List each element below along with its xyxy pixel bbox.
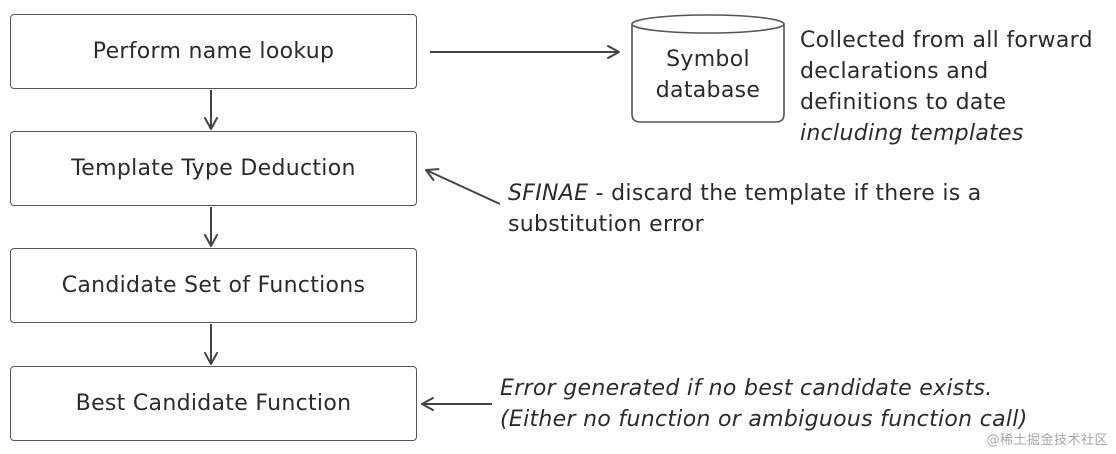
step-label: Candidate Set of Functions [61, 273, 366, 298]
database-label: Symbol database [636, 44, 780, 106]
database-label-line2: database [655, 78, 761, 103]
step-label: Best Candidate Function [75, 391, 352, 416]
step-label: Perform name lookup [92, 39, 335, 64]
database-label-line1: Symbol [666, 47, 750, 72]
sfinae-annotation-arrow [425, 168, 501, 205]
step-candidate-set: Candidate Set of Functions [10, 248, 417, 323]
error-note-line1: Error generated if no best candidate exi… [500, 376, 993, 401]
database-note-line4: including templates [800, 121, 1024, 146]
sfinae-description: - discard the template if there is a [588, 181, 982, 206]
step-best-candidate: Best Candidate Function [10, 366, 417, 441]
error-note-line2: (Either no function or ambiguous functio… [500, 407, 1028, 432]
sfinae-term: SFINAE [508, 181, 589, 206]
database-note-line1: Collected from all forward [800, 28, 1093, 53]
step-perform-name-lookup: Perform name lookup [10, 14, 417, 89]
step-template-type-deduction: Template Type Deduction [10, 131, 417, 206]
step-label: Template Type Deduction [71, 156, 356, 181]
watermark: @稀土掘金技术社区 [986, 433, 1108, 448]
error-note: Error generated if no best candidate exi… [500, 373, 1028, 435]
sfinae-note-line1: SFINAE - discard the template if there i… [508, 178, 982, 209]
sfinae-note: SFINAE - discard the template if there i… [508, 178, 982, 240]
database-note-line3: definitions to date [800, 90, 1007, 115]
sfinae-note-line2: substitution error [508, 212, 704, 237]
database-note: Collected from all forward declarations … [800, 25, 1093, 149]
database-note-line2: declarations and [800, 59, 989, 84]
